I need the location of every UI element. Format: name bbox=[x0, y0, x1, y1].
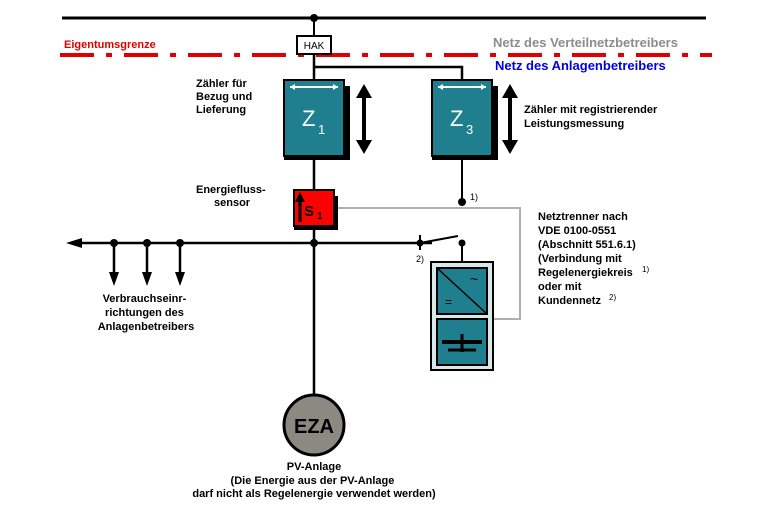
consumer-description: Verbrauchseinr- richtungen des Anlagenbe… bbox=[98, 293, 195, 333]
z1-bidirectional-arrow bbox=[356, 84, 372, 154]
sensor-up-arrow bbox=[295, 192, 305, 222]
netztrenner-sup-1: 1) bbox=[642, 265, 649, 274]
z1-description: Zähler für Bezug und Lieferung bbox=[196, 78, 255, 116]
note-2-label: 2) bbox=[416, 254, 424, 264]
netztrenner-sup-2: 2) bbox=[609, 293, 616, 302]
z3-tap-point bbox=[458, 198, 466, 206]
netz-verteilnetzbetreiber-label: Netz des Verteilnetzbetreibers bbox=[493, 35, 678, 50]
svg-text:=: = bbox=[445, 295, 452, 309]
eza-generator: EZA bbox=[282, 393, 346, 457]
z3-branch-line bbox=[314, 65, 464, 80]
svg-text:Z: Z bbox=[302, 106, 315, 131]
netztrenner-description: Netztrenner nach VDE 0100-0551 (Abschnit… bbox=[538, 211, 639, 307]
svg-text:1: 1 bbox=[318, 122, 325, 137]
consumer-loads bbox=[109, 239, 185, 286]
z3-bidirectional-arrow bbox=[502, 84, 518, 154]
svg-text:3: 3 bbox=[466, 122, 473, 137]
svg-text:Z: Z bbox=[450, 106, 463, 131]
netz-anlagenbetreiber-label: Netz des Anlagenbetreibers bbox=[495, 58, 666, 73]
z3-description: Zähler mit registrierender Leistungsmess… bbox=[524, 104, 660, 130]
consumer-bus-arrow bbox=[66, 238, 82, 248]
sensor-description: Energiefluss- sensor bbox=[196, 184, 269, 209]
svg-text:EZA: EZA bbox=[294, 416, 334, 438]
hak-label: HAK bbox=[304, 41, 325, 52]
svg-text:~: ~ bbox=[470, 271, 478, 287]
disconnect-switch bbox=[416, 235, 466, 262]
inverter: = ~ bbox=[430, 261, 494, 371]
main-junction bbox=[310, 239, 318, 247]
svg-text:1: 1 bbox=[317, 211, 323, 222]
meter-z1: Z 1 bbox=[283, 79, 350, 160]
pv-title: PV-Anlage bbox=[287, 461, 341, 473]
pv-note: (Die Energie aus der PV-Anlage darf nich… bbox=[192, 475, 436, 500]
note-1-label: 1) bbox=[470, 192, 478, 202]
signal-line bbox=[338, 207, 521, 320]
eigentumsgrenze-label: Eigentumsgrenze bbox=[64, 39, 156, 51]
svg-text:S: S bbox=[304, 203, 314, 220]
meter-z3: Z 3 bbox=[431, 79, 498, 160]
